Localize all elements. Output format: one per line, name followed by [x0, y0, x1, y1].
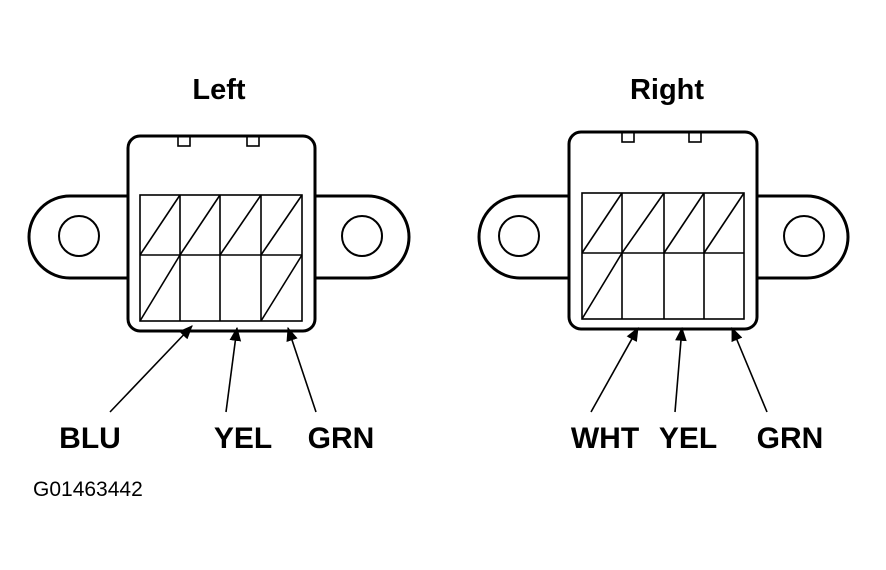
connector-housing: [126, 134, 317, 333]
wire-color-label: BLU: [59, 422, 121, 455]
connector-housing: [567, 130, 759, 331]
wire-color-label: YEL: [214, 422, 272, 455]
wire-color-label: GRN: [308, 422, 375, 455]
mounting-hole: [498, 215, 540, 257]
wire-pointer-arrow: [731, 326, 768, 413]
wire-color-label: YEL: [659, 422, 717, 455]
latch-tab: [688, 131, 702, 143]
terminal-grid: [139, 194, 303, 322]
mounting-hole: [341, 215, 383, 257]
latch-tab: [621, 131, 635, 143]
right-connector-title: Right: [630, 74, 704, 106]
mounting-hole: [783, 215, 825, 257]
latch-tab: [177, 135, 191, 147]
wire-color-label: WHT: [571, 422, 639, 455]
wire-color-label: GRN: [757, 422, 824, 455]
terminal-grid: [581, 192, 745, 320]
wire-pointer-arrow: [674, 326, 687, 413]
wire-pointer-arrow: [109, 325, 193, 413]
mounting-hole: [58, 215, 100, 257]
wire-pointer-arrow: [590, 326, 639, 413]
wire-pointer-arrow: [225, 326, 242, 413]
latch-tab: [246, 135, 260, 147]
right-connector: Right WHT YEL GRN: [477, 74, 850, 455]
left-connector: Left BLU YEL G: [27, 74, 411, 455]
wire-pointer-arrow: [286, 326, 317, 413]
left-connector-title: Left: [192, 74, 246, 106]
figure-code: G01463442: [33, 478, 143, 501]
